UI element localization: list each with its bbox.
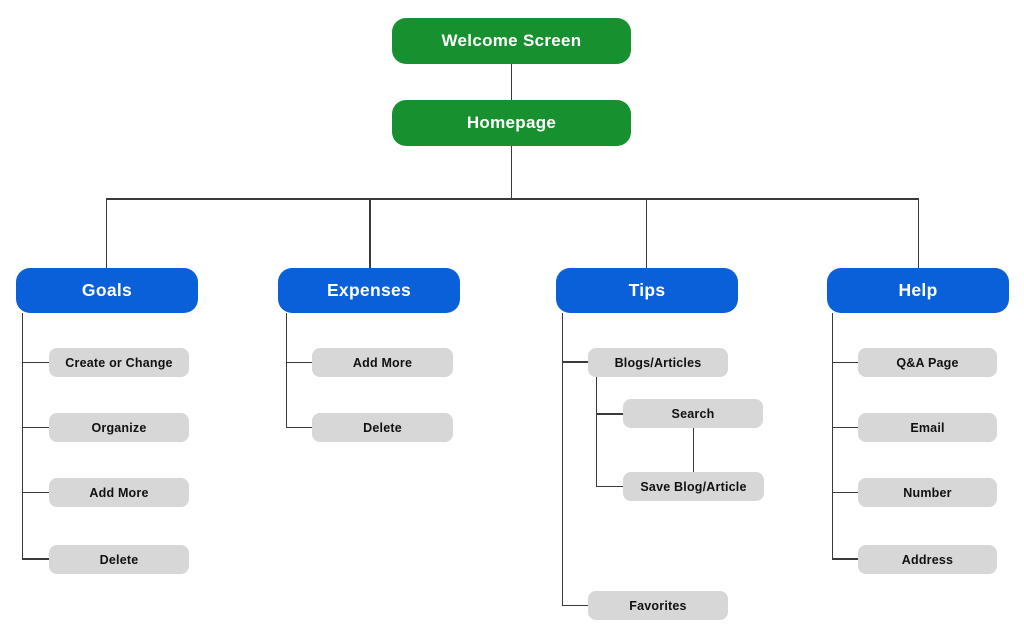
node-help-qa-page: Q&A Page (858, 348, 997, 377)
connector-goals-create-or-change (21, 361, 49, 364)
node-help: Help (827, 268, 1009, 313)
connector-goals-trunk (21, 313, 23, 560)
connector-goals-add-more (21, 491, 49, 494)
node-welcome-screen: Welcome Screen (392, 18, 631, 64)
connector-help-qa-page (831, 361, 859, 364)
node-tips-blogs-articles: Blogs/Articles (588, 348, 728, 377)
connector-tips-favorites (561, 604, 589, 606)
connector-homepage-to-bus (510, 146, 512, 200)
node-help-number: Number (858, 478, 997, 507)
connector-goals-organize (21, 426, 49, 429)
connector-help-email (831, 426, 859, 429)
connector-help-number (831, 491, 859, 494)
connector-welcome-to-homepage (510, 64, 512, 100)
connector-expenses-trunk (285, 313, 287, 428)
connector-help-trunk (831, 313, 833, 560)
node-tips-favorites: Favorites (588, 591, 728, 620)
node-goals-create-or-change: Create or Change (49, 348, 189, 377)
node-expenses-delete: Delete (312, 413, 453, 442)
connector-bus-to-goals (105, 198, 107, 268)
connector-blogs-trunk (595, 375, 597, 487)
connector-bus-to-tips (645, 198, 647, 268)
connector-blogs-search (595, 413, 624, 415)
connector-tips-blogs-articles (561, 361, 589, 363)
connector-goals-delete (21, 558, 49, 560)
connector-bus-to-help (917, 198, 919, 268)
node-help-email: Email (858, 413, 997, 442)
node-tips-save-blog-article: Save Blog/Article (623, 472, 764, 501)
node-goals: Goals (16, 268, 198, 313)
connector-tips-trunk (561, 313, 563, 606)
node-tips: Tips (556, 268, 738, 313)
connector-bus-to-expenses (369, 198, 371, 268)
connector-help-address (831, 558, 859, 560)
connector-bus (105, 198, 919, 200)
connector-search-to-save (692, 428, 694, 472)
node-goals-organize: Organize (49, 413, 189, 442)
node-goals-delete: Delete (49, 545, 189, 574)
node-expenses-add-more: Add More (312, 348, 453, 377)
node-help-address: Address (858, 545, 997, 574)
connector-blogs-save (595, 485, 624, 487)
node-expenses: Expenses (278, 268, 460, 313)
connector-expenses-delete (285, 426, 313, 429)
node-goals-add-more: Add More (49, 478, 189, 507)
connector-expenses-add-more (285, 361, 313, 364)
node-tips-search: Search (623, 399, 763, 428)
node-homepage: Homepage (392, 100, 631, 146)
